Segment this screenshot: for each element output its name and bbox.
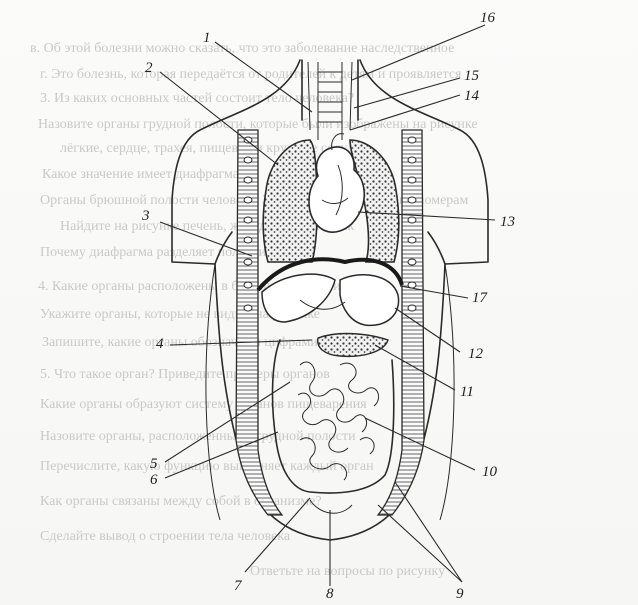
label-9: 9 <box>456 586 464 602</box>
bg-line: Сделайте вывод о строении тела человека <box>40 529 291 544</box>
label-6: 6 <box>150 472 158 488</box>
bg-line: в. Об этой болезни можно сказать, что эт… <box>30 41 454 56</box>
label-11: 11 <box>460 384 474 400</box>
label-12: 12 <box>468 346 484 362</box>
label-4: 4 <box>156 336 164 352</box>
pancreas <box>318 334 388 357</box>
bg-line: Как органы связаны между собой в организ… <box>40 494 322 509</box>
label-2: 2 <box>145 60 153 76</box>
label-3: 3 <box>141 208 150 224</box>
label-7: 7 <box>234 578 243 594</box>
label-8: 8 <box>326 586 334 602</box>
label-13: 13 <box>500 214 515 230</box>
bg-line: Назовите органы, расположенные в грудной… <box>40 429 356 444</box>
label-16: 16 <box>480 10 496 26</box>
bg-line: г. Это болезнь, которая передаётся от ро… <box>40 67 462 82</box>
label-14: 14 <box>464 88 480 104</box>
bg-line: Какое значение имеет диафрагма? <box>42 167 245 182</box>
bg-line: 3. Из каких основных частей состоит тело… <box>40 91 354 106</box>
bg-line: Какие органы образуют систему органов пи… <box>40 397 367 412</box>
bg-line: лёгкие, сердце, трахея, пищевод и крупны… <box>60 141 364 156</box>
abdominal-upper-organs <box>262 274 399 325</box>
label-10: 10 <box>482 464 498 480</box>
bg-line: Запишите, какие органы обозначены цифрам… <box>42 335 364 350</box>
bg-line: 5. Что такое орган? Приведите примеры ор… <box>40 367 330 382</box>
label-17: 17 <box>472 290 489 306</box>
label-5: 5 <box>150 456 158 472</box>
intestines <box>273 340 394 513</box>
label-15: 15 <box>464 68 480 84</box>
bg-line: Ответьте на вопросы по рисунку <box>250 564 445 579</box>
bg-line: Почему диафрагма разделяет полости тела? <box>40 245 301 260</box>
label-1: 1 <box>203 30 211 46</box>
